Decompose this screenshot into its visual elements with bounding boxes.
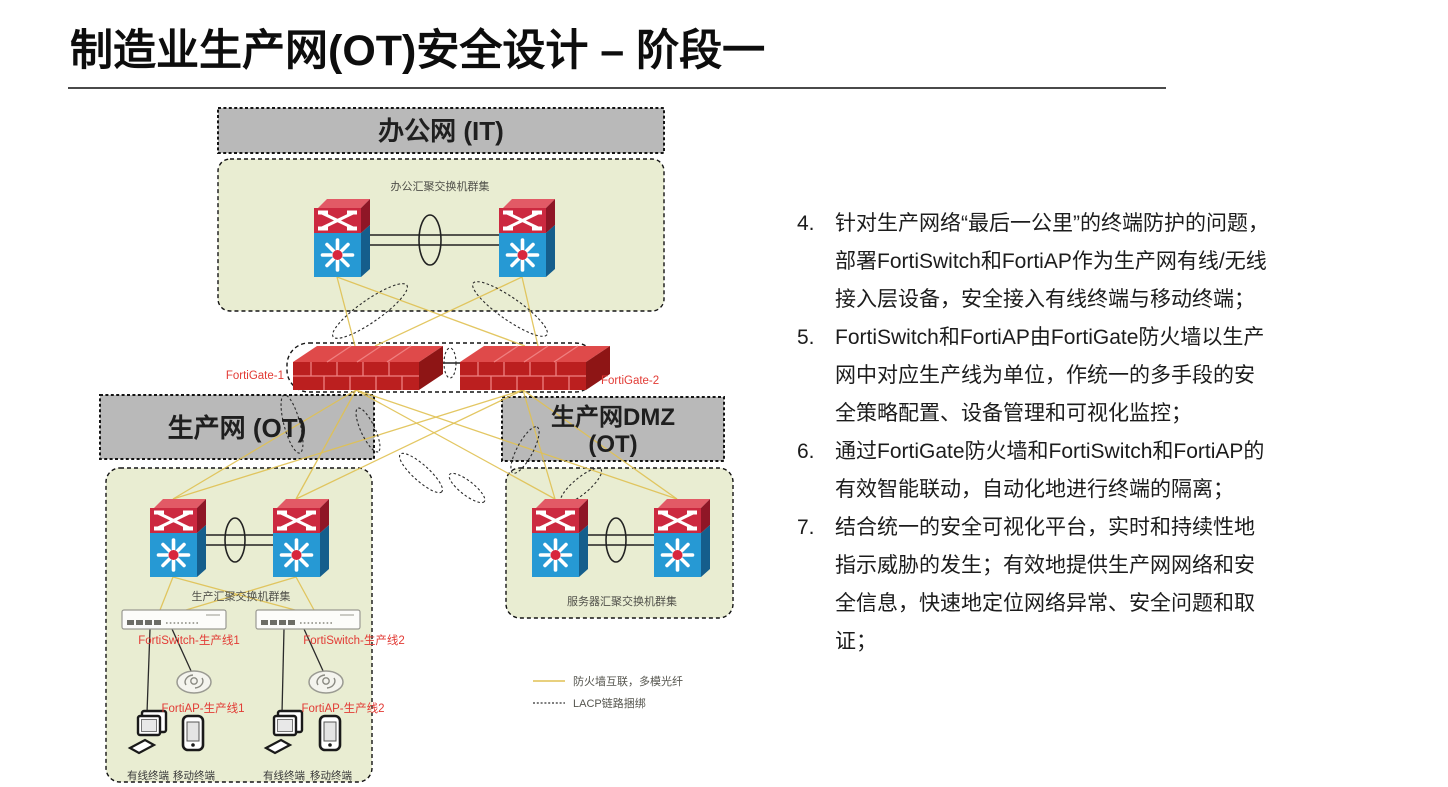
notes-list: 4. 针对生产网络“最后一公里”的终端防护的问题，部署FortiSwitch和F… [797, 205, 1269, 661]
fortiswitch2-label: FortiSwitch-生产线2 [303, 633, 405, 647]
it-switch-link [361, 214, 499, 266]
fortiswitch1-label: FortiSwitch-生产线1 [138, 633, 240, 647]
list-item-number: 6. [797, 440, 815, 463]
wired-terminal1-label: 有线终端 [127, 769, 169, 782]
mobile-terminal1-icon [181, 714, 205, 752]
dmz-switch-right-icon [652, 497, 712, 579]
ot-zone-title: 生产网 (OT) [168, 413, 307, 443]
dmz-switch-left-icon [530, 497, 590, 579]
list-item: 7. 结合统一的安全可视化平台，实时和持续性地指示威胁的发生；有效地提供生产网网… [797, 509, 1269, 661]
ot-switch-left-icon [148, 497, 208, 579]
list-item-text: 结合统一的安全可视化平台，实时和持续性地指示威胁的发生；有效地提供生产网网络和安… [835, 516, 1255, 653]
fortiap1-icon [176, 670, 212, 694]
list-item-text: 通过FortiGate防火墙和FortiSwitch和FortiAP的有效智能联… [835, 440, 1265, 501]
fortiap2-icon [308, 670, 344, 694]
ot-switch-right-icon [271, 497, 331, 579]
dmz-zone-title-line2: (OT) [588, 431, 637, 458]
fortiswitch2-icon [255, 609, 361, 630]
dmz-cluster-label: 服务器汇聚交换机群集 [567, 594, 677, 608]
list-item-text: FortiSwitch和FortiAP由FortiGate防火墙以生产网中对应生… [835, 326, 1265, 425]
list-item: 5. FortiSwitch和FortiAP由FortiGate防火墙以生产网中… [797, 319, 1269, 433]
ot-zone-header [99, 394, 375, 460]
page-title: 制造业生产网(OT)安全设计 – 阶段一 [70, 27, 766, 75]
fortigate1-label: FortiGate-1 [226, 370, 284, 382]
fortigate2-icon [459, 345, 611, 391]
fortiap1-label: FortiAP-生产线1 [161, 701, 244, 715]
ot-switch-link [197, 517, 273, 563]
network-diagram: 办公网 (IT) 办公汇聚交换机群集 生产网 (OT) 生产网DMZ (OT) … [90, 95, 790, 787]
it-zone-title: 办公网 (IT) [378, 116, 504, 146]
fortigate1-icon [292, 345, 444, 391]
list-item-number: 4. [797, 212, 815, 235]
list-item: 6. 通过FortiGate防火墙和FortiSwitch和FortiAP的有效… [797, 433, 1269, 509]
ot-cluster-label: 生产汇聚交换机群集 [192, 589, 291, 603]
it-switch-left-icon [312, 197, 372, 279]
mobile-terminal2-icon [318, 714, 342, 752]
mobile-terminal1-label: 移动终端 [173, 769, 215, 782]
mobile-terminal2-label: 移动终端 [310, 769, 352, 782]
access-links [146, 628, 325, 714]
legend-lacp-label: LACP链路捆绑 [573, 696, 646, 710]
dmz-zone-header [501, 396, 725, 462]
wired-terminal2-label: 有线终端 [263, 769, 305, 782]
list-item-number: 7. [797, 516, 815, 539]
legend-fiber-label: 防火墙互联，多模光纤 [573, 674, 683, 688]
dmz-zone-title-line1: 生产网DMZ [551, 403, 675, 431]
legend: 防火墙互联，多模光纤 LACP链路捆绑 [533, 674, 683, 710]
it-cluster-label: 办公汇聚交换机群集 [391, 179, 490, 193]
fortiswitch1-icon [121, 609, 227, 630]
it-zone-header [217, 107, 665, 154]
list-item-text: 针对生产网络“最后一公里”的终端防护的问题，部署FortiSwitch和Fort… [835, 212, 1269, 311]
title-divider [68, 87, 1166, 89]
fortigate2-label: FortiGate-2 [601, 375, 659, 387]
list-item: 4. 针对生产网络“最后一公里”的终端防护的问题，部署FortiSwitch和F… [797, 205, 1269, 319]
fiber-links [159, 276, 678, 611]
it-switch-right-icon [497, 197, 557, 279]
fortiap2-label: FortiAP-生产线2 [301, 701, 384, 715]
list-item-number: 5. [797, 326, 815, 349]
network-diagram-canvas: 办公网 (IT) 办公汇聚交换机群集 生产网 (OT) 生产网DMZ (OT) … [99, 107, 734, 783]
dmz-switch-link [579, 517, 654, 563]
